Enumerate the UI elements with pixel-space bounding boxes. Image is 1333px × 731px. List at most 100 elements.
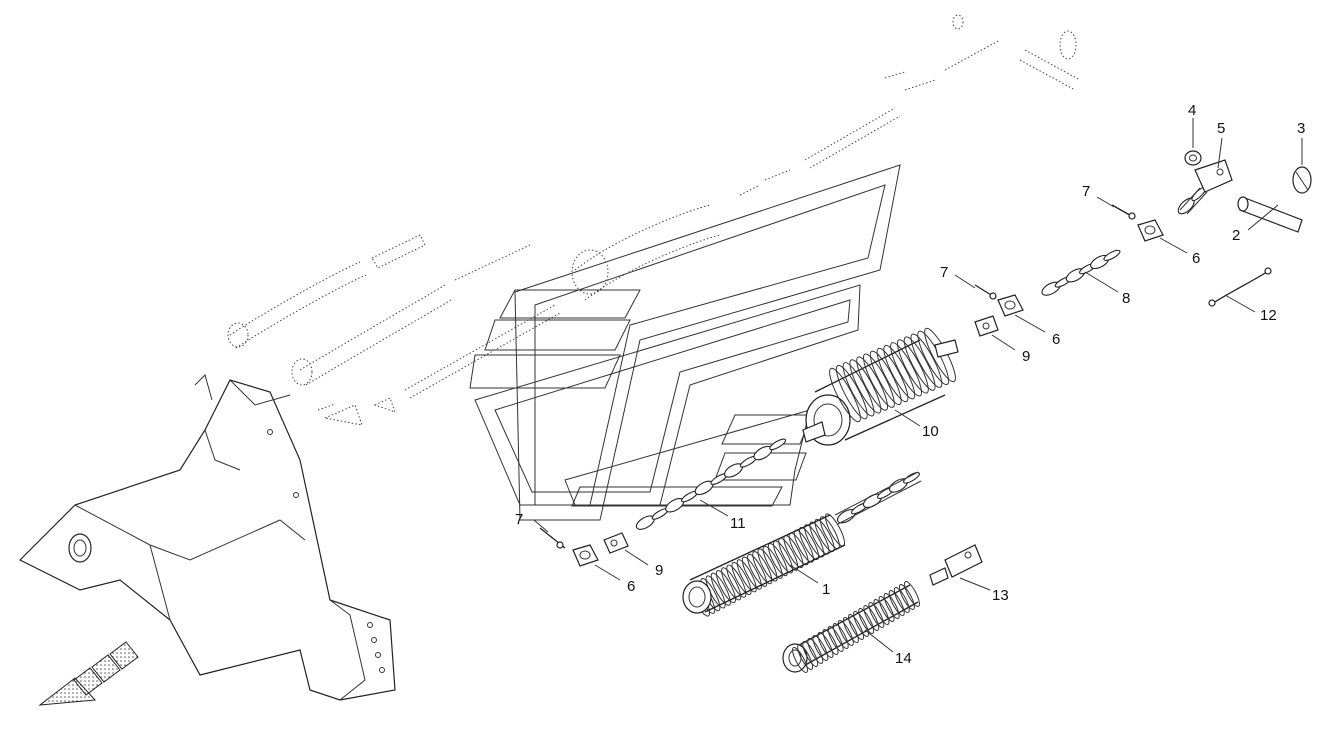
spring-coil	[878, 595, 895, 623]
spring-coil	[793, 529, 814, 563]
spring-coil	[888, 589, 905, 617]
part-3-clip	[1292, 166, 1312, 194]
callout-3: 3	[1297, 120, 1305, 137]
callout-7-b: 7	[940, 264, 948, 281]
spring-coil	[797, 643, 814, 671]
callout-7-a: 7	[515, 511, 523, 528]
callout-13: 13	[992, 587, 1009, 604]
spring-coil	[873, 598, 890, 626]
callout-9-b: 9	[1022, 348, 1030, 365]
mounting-holes	[267, 429, 385, 673]
spring-coil	[868, 601, 885, 629]
spring-coil	[731, 561, 752, 596]
callout-2: 2	[1232, 227, 1240, 244]
spring-coil	[822, 628, 839, 656]
spring-coil	[792, 646, 808, 674]
part-12-wire	[1208, 267, 1272, 307]
part-10-spring	[802, 327, 959, 446]
spring-coil	[837, 619, 854, 647]
callout-6-a: 6	[627, 578, 635, 595]
callout-9-a: 9	[655, 562, 663, 579]
part-4-washer	[1184, 150, 1202, 166]
part-1-chain	[834, 471, 922, 525]
chain-link	[769, 438, 787, 451]
spring-coil	[762, 545, 783, 579]
part-9-shackle-a	[603, 532, 629, 554]
spring-coil	[842, 616, 859, 644]
spring-coil	[788, 532, 809, 566]
spring-coil	[910, 333, 943, 388]
spring-coil	[814, 518, 835, 552]
callout-5: 5	[1217, 120, 1225, 137]
part-6-link-c	[1137, 219, 1164, 242]
spring-coil	[863, 353, 895, 408]
spring-coil	[736, 559, 757, 593]
spring-coil	[741, 556, 762, 590]
ghost-parts	[227, 14, 1081, 426]
spring-coil	[752, 551, 773, 585]
spring-coil	[726, 564, 747, 598]
part-7-pin-a	[539, 527, 566, 549]
direction-arrow-icon	[38, 641, 139, 706]
callout-12: 12	[1260, 307, 1277, 324]
part-9-shackle-b	[974, 315, 999, 337]
part-7-pin-b	[974, 284, 997, 300]
callout-6-c: 6	[1192, 250, 1200, 267]
spring-coil	[835, 364, 868, 420]
spring-coil	[812, 634, 829, 662]
callout-4: 4	[1188, 102, 1196, 119]
spring-coil	[757, 548, 778, 582]
part-13-clevis	[929, 544, 983, 586]
spring-coil	[783, 534, 804, 569]
spring-coil	[802, 640, 819, 668]
spring-coil	[890, 342, 922, 397]
frame-bracket	[18, 374, 396, 701]
spring-coil	[896, 339, 929, 394]
callout-7-c: 7	[1082, 183, 1090, 200]
part-5-bracket	[1179, 159, 1233, 215]
spring-coil	[747, 553, 768, 587]
background-logo	[469, 164, 901, 521]
spring-coil	[809, 521, 830, 555]
callout-8: 8	[1122, 290, 1130, 307]
part-11-chain	[635, 438, 787, 530]
spring-coil	[710, 572, 731, 606]
spring-coil	[849, 359, 882, 414]
spring-coil	[778, 537, 799, 571]
spring-coil	[804, 524, 825, 558]
callouts: 1 2 3 4 5 6 6 6 7 7 7 8 9 9 10 11 12 13 …	[515, 102, 1305, 667]
part-2-pin	[1237, 196, 1303, 233]
spring-coil	[869, 350, 902, 406]
spring-coil	[898, 583, 915, 611]
part-6-link-b	[997, 294, 1024, 317]
callout-11: 11	[730, 515, 746, 532]
part-7-pin-c	[1111, 204, 1136, 220]
callout-14: 14	[895, 650, 912, 667]
leader-lines	[533, 118, 1303, 653]
spring-coil	[858, 607, 875, 635]
spring-coil	[799, 526, 820, 561]
chain-link	[903, 472, 920, 484]
spring-coil	[827, 625, 844, 653]
spring-coil	[848, 613, 864, 641]
spring-coil	[856, 356, 889, 411]
spring-coil	[817, 631, 834, 659]
part-1-spring	[682, 472, 920, 617]
callout-1: 1	[822, 581, 830, 598]
spring-coil	[842, 362, 875, 417]
callout-10: 10	[922, 423, 939, 440]
chain-link	[1103, 249, 1121, 261]
spring-coil	[829, 367, 861, 423]
spring-coil	[832, 622, 849, 650]
part-14-spring	[782, 580, 920, 674]
spring-coil	[715, 569, 736, 604]
part-8-chain	[1041, 186, 1207, 296]
spring-coil	[853, 610, 870, 638]
spring-coil	[883, 592, 900, 620]
spring-coil	[721, 567, 742, 601]
spring-coil	[904, 580, 920, 608]
spring-coil	[863, 604, 880, 632]
part-6-link-a	[572, 544, 599, 567]
